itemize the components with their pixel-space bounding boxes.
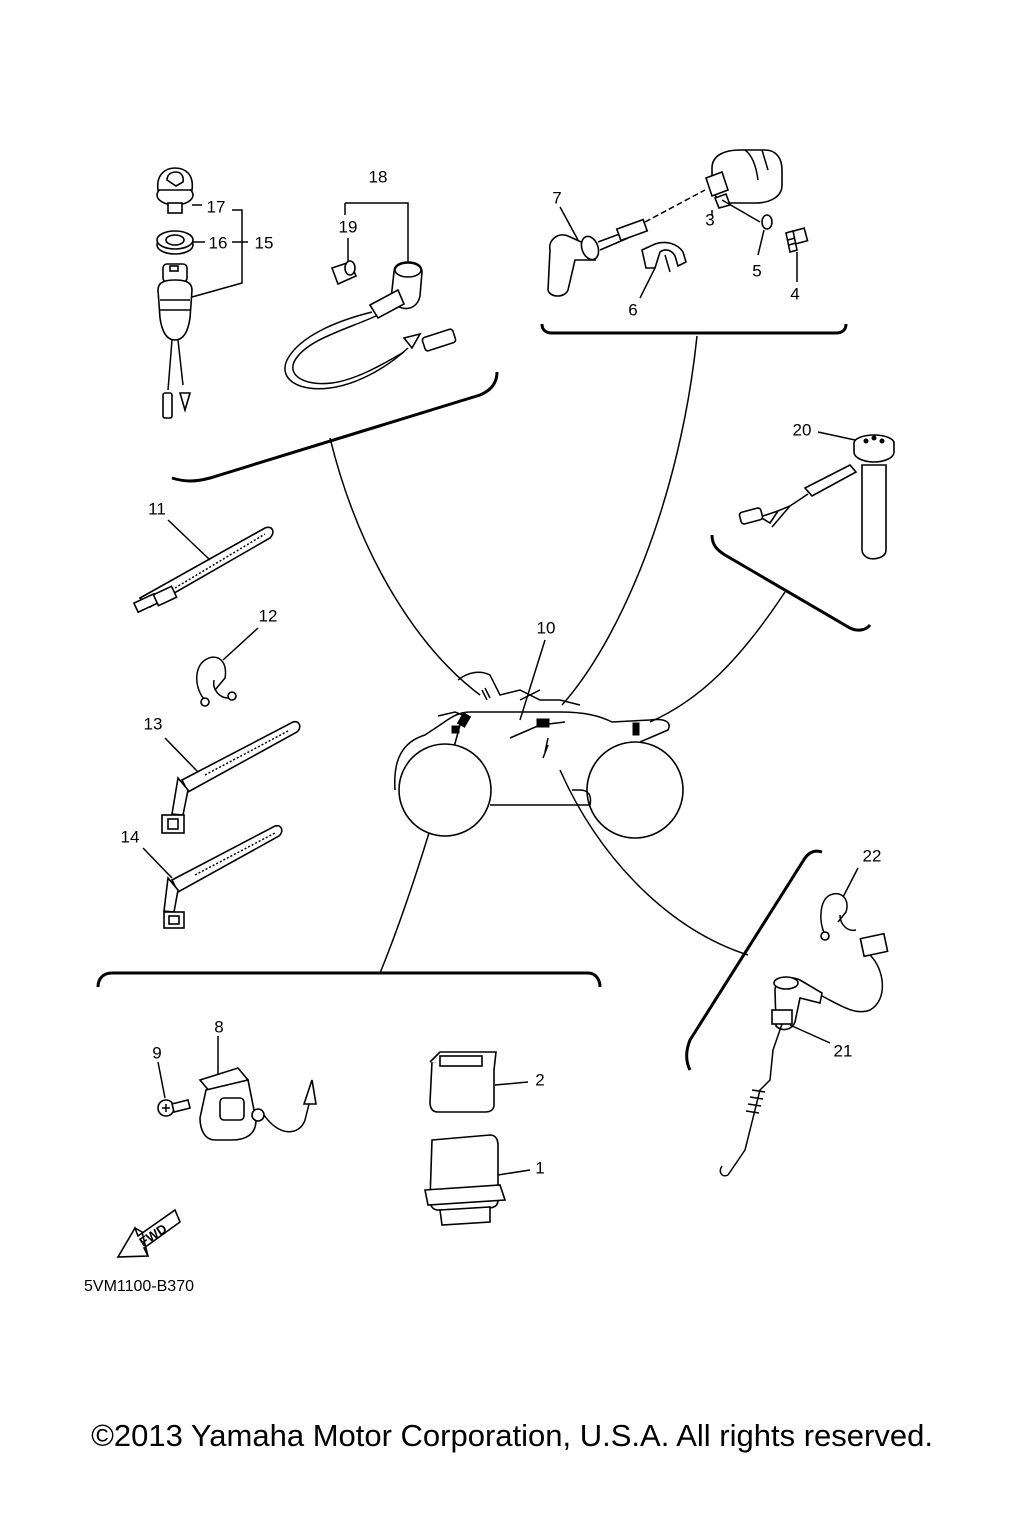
part-4-bolt <box>785 227 809 254</box>
callout-10: 10 <box>536 618 556 638</box>
part-13-band <box>161 720 301 834</box>
diagram-code: 5VM1100-B370 <box>84 1278 194 1295</box>
callout-17: 17 <box>206 197 226 217</box>
callout-2: 2 <box>535 1070 545 1090</box>
callout-11: 11 <box>148 499 166 519</box>
leader-12 <box>222 627 259 661</box>
group-frame-bottom <box>96 971 602 988</box>
callout-8: 8 <box>214 1017 224 1037</box>
callout-22: 22 <box>862 846 882 866</box>
callout-20: 20 <box>792 420 812 440</box>
leader-curve-top-left <box>329 437 481 696</box>
copyright-notice: ©2013 Yamaha Motor Corporation, U.S.A. A… <box>91 1418 933 1453</box>
group-frame-top-left <box>171 371 499 483</box>
part-16-nut <box>156 230 194 255</box>
callout-19: 19 <box>338 217 358 237</box>
part-14-band <box>163 824 283 929</box>
leader-curve-lower-right <box>559 769 749 956</box>
part-22-clip <box>820 893 857 941</box>
leader-2 <box>494 1081 529 1086</box>
callout-16: 16 <box>208 233 228 253</box>
atv-vehicle-outline <box>393 671 684 839</box>
group-frame-lower-right <box>685 849 823 1071</box>
group-frame-right <box>710 534 872 632</box>
leader-curve-right <box>649 591 786 723</box>
part-21-switch <box>719 932 889 1177</box>
leader-22 <box>842 867 859 898</box>
callout-6: 6 <box>628 300 638 320</box>
callout-15: 15 <box>254 233 274 253</box>
leader-21 <box>789 1024 831 1044</box>
callout-5: 5 <box>752 261 762 281</box>
fwd-arrow-icon: FWD <box>116 1208 181 1258</box>
leader-3 <box>711 199 761 223</box>
callout-18: 18 <box>368 167 388 187</box>
part-3-ignition-coil <box>644 149 783 223</box>
part-20-sensor <box>738 434 895 560</box>
leader-10 <box>519 639 546 721</box>
leader-18 <box>344 202 409 262</box>
leader-9 <box>157 1061 166 1099</box>
part-18-plug-cap-lead <box>284 261 457 390</box>
callout-4: 4 <box>790 284 800 304</box>
part-8-bracket-sensor <box>198 1067 317 1141</box>
part-9-screw <box>157 1099 191 1117</box>
leader-7 <box>559 206 579 241</box>
leader-1 <box>497 1169 531 1176</box>
part-2-cover <box>429 1051 497 1113</box>
part-6-clamp <box>641 241 687 273</box>
callout-9: 9 <box>152 1043 162 1063</box>
part-11-band <box>132 526 274 614</box>
part-1-relay <box>424 1134 507 1226</box>
leader-11 <box>167 519 211 561</box>
leader-15 <box>191 209 248 298</box>
part-5-washer <box>761 214 773 230</box>
callout-21: 21 <box>833 1041 853 1061</box>
leader-14 <box>142 847 173 879</box>
part-19-cap-nut <box>330 260 358 286</box>
part-15-main-switch <box>157 263 193 419</box>
callout-1: 1 <box>535 1158 545 1178</box>
callout-14: 14 <box>120 827 140 847</box>
part-12-clip <box>196 656 237 707</box>
leader-20 <box>817 431 856 441</box>
callout-3: 3 <box>705 210 715 230</box>
part-7-plug-cap <box>547 218 649 297</box>
callout-7: 7 <box>552 188 562 208</box>
callout-12: 12 <box>258 606 278 626</box>
leader-5 <box>757 229 765 256</box>
callout-13: 13 <box>143 714 163 734</box>
leader-13 <box>164 737 199 773</box>
part-17-key-cap <box>156 167 194 214</box>
leader-6 <box>639 267 656 299</box>
group-frame-top-right <box>540 323 848 335</box>
leader-curve-top-right <box>561 335 698 706</box>
